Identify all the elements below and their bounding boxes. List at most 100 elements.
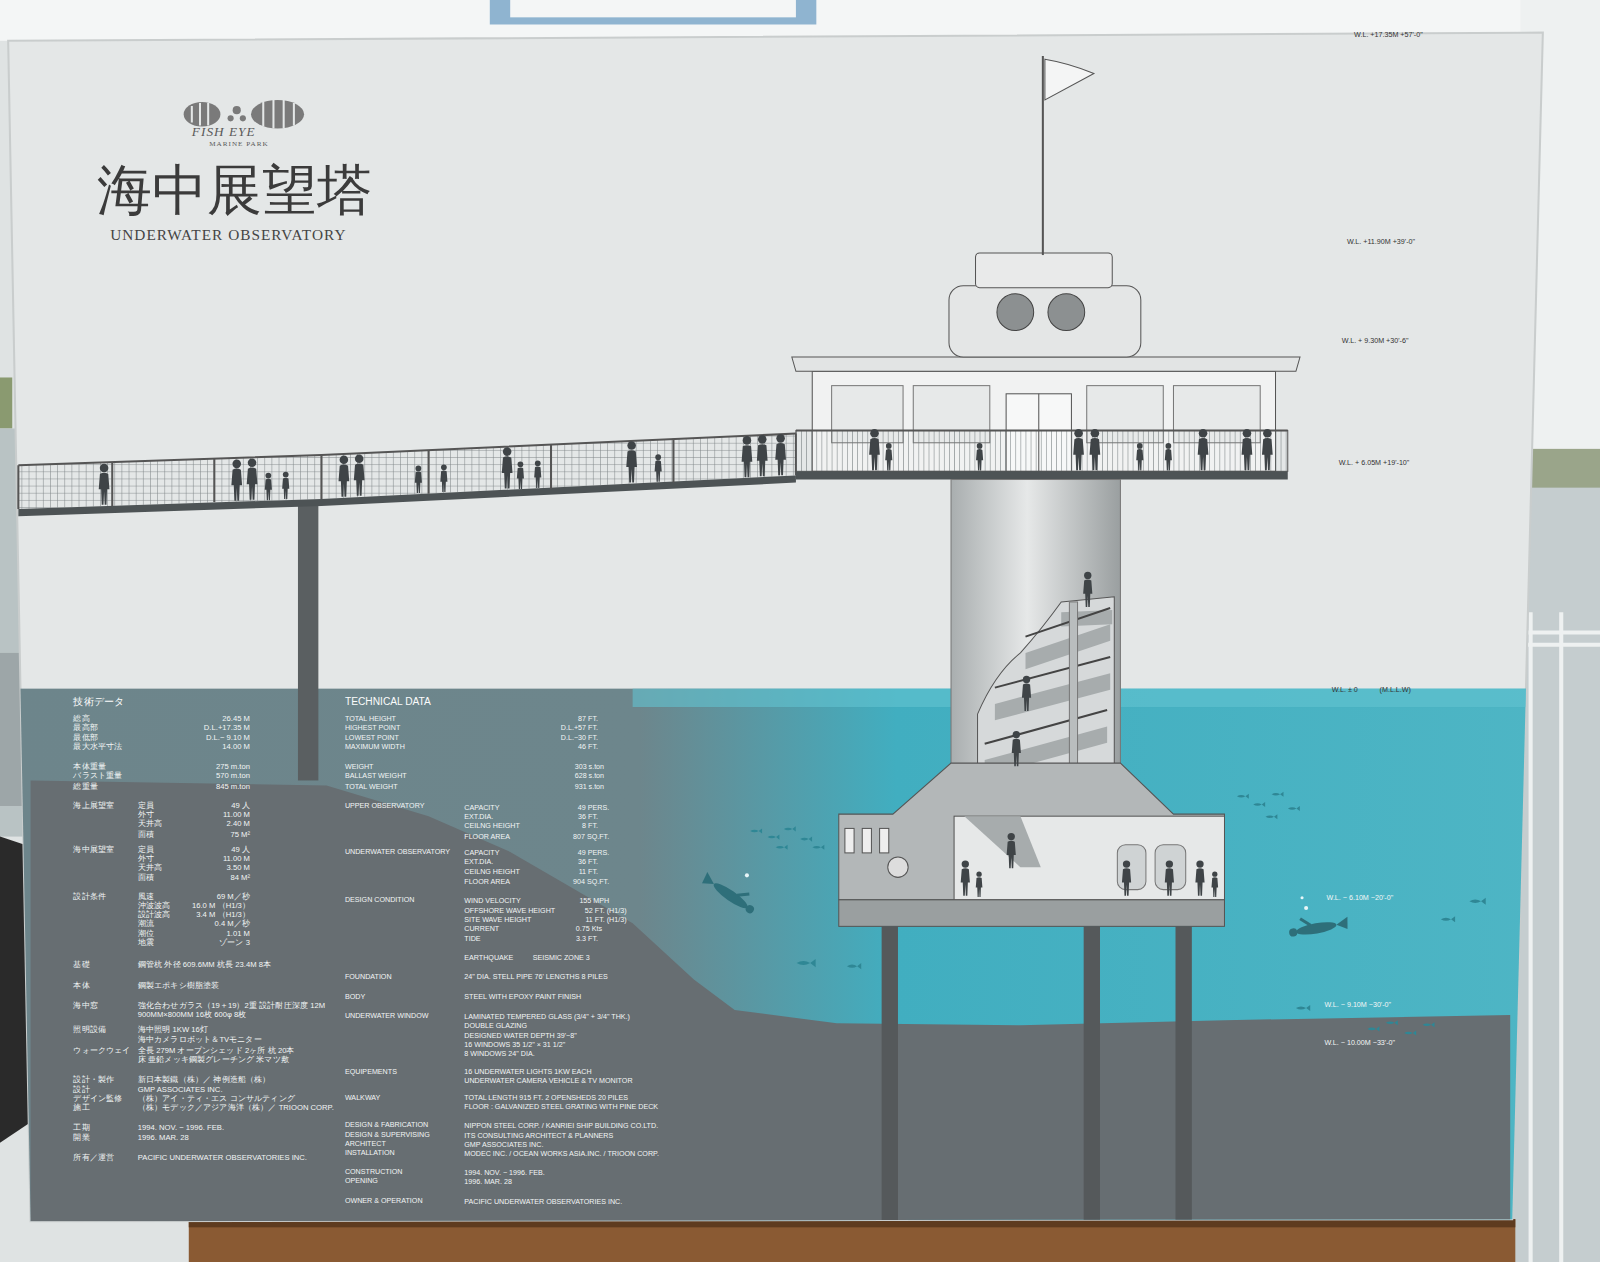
- divers: [737, 889, 749, 901]
- table-cell: 定員: [138, 846, 154, 855]
- fish: [1423, 1022, 1435, 1027]
- table-cell: 本体: [73, 981, 89, 990]
- visitor-silhouettes: [775, 434, 786, 475]
- visitor-silhouettes: [1165, 443, 1172, 470]
- fish: [750, 828, 762, 833]
- divers: [1304, 906, 1308, 910]
- table-cell: WEIGHT: [345, 763, 374, 771]
- visitor-silhouettes: [534, 460, 541, 487]
- table-cell: 1996. MAR. 28: [138, 1133, 189, 1142]
- underwater-observatory: [839, 900, 1225, 927]
- table-cell: 11 FT. (H1/3): [585, 916, 626, 924]
- upper-observatory: [949, 286, 1141, 357]
- fish: [1265, 814, 1277, 819]
- table-cell: ARCHITECT: [345, 1140, 386, 1148]
- table-cell: 鋼製エポキシ樹脂塗装: [138, 981, 220, 990]
- visitor-silhouettes: [626, 441, 637, 482]
- table-cell: STEEL WITH EPOXY PAINT FINISH: [464, 993, 581, 1001]
- fish: [1288, 806, 1300, 811]
- table-cell: DESIGN CONDITION: [345, 896, 414, 904]
- fish: [1296, 1005, 1310, 1011]
- table-cell: 総重量: [73, 783, 97, 792]
- table-cell: OFFSHORE WAVE HEIGHT: [464, 907, 555, 915]
- table-cell: 16.0 M （H1/3）: [192, 902, 250, 911]
- table-cell: 1996. MAR. 28: [464, 1178, 512, 1186]
- table-cell: ITS CONSULTING ARCHITECT & PLANNERS: [464, 1131, 613, 1139]
- walkway: [18, 475, 796, 516]
- underwater-observatory: [1176, 926, 1192, 1232]
- water-level-label: W.L. +17.35M +57'-0": [1354, 31, 1423, 39]
- table-cell: 最低部: [73, 734, 97, 743]
- visitor-silhouettes: [1211, 872, 1218, 897]
- table-cell: 1994. NOV. − 1996. FEB.: [464, 1169, 545, 1177]
- divers: [1335, 917, 1349, 931]
- tower-shaft: [985, 710, 1107, 744]
- divers: [744, 904, 755, 915]
- table-heading: TECHNICAL DATA: [345, 696, 431, 708]
- upper-observatory: [976, 253, 1113, 288]
- table-cell: 1.01 M: [227, 929, 250, 938]
- table-cell: 基礎: [73, 961, 89, 970]
- fish: [1441, 916, 1455, 922]
- table-cell: BALLAST WEIGHT: [345, 772, 407, 780]
- table-cell: 2.40 M: [227, 820, 250, 829]
- surroundings: [0, 0, 1600, 41]
- visitor-silhouettes: [1242, 429, 1253, 470]
- visitor-silhouettes: [1165, 860, 1174, 895]
- table-cell: FLOOR : GALVANIZED STEEL GRATING WITH PI…: [464, 1103, 658, 1111]
- table-cell: 36 FT.: [578, 858, 598, 866]
- table-heading: 技術データ: [73, 696, 124, 708]
- visitor-silhouettes: [440, 465, 447, 492]
- logo: [251, 100, 304, 129]
- water-level-label: W.L. − 10.00M −33'-0": [1324, 1039, 1395, 1047]
- tower-shaft: [995, 657, 1110, 688]
- table-cell: 69 M／秒: [217, 893, 250, 902]
- table-cell: 海中展望室: [73, 846, 114, 855]
- visitor-silhouettes: [961, 860, 970, 895]
- visitor-silhouettes: [339, 455, 350, 496]
- visitor-silhouettes: [1083, 572, 1092, 607]
- table-cell: 11.00 M: [223, 811, 250, 820]
- table-cell: 本体重量: [73, 763, 106, 772]
- visitor-silhouettes: [655, 454, 662, 481]
- fish: [1253, 802, 1265, 807]
- table-cell: 全長 279M オープンシェッド 2ヶ所 杭 20本: [138, 1047, 295, 1056]
- visitor-silhouettes: [1090, 429, 1101, 470]
- table-cell: INSTALLATION: [345, 1149, 395, 1157]
- table-cell: 鋼管杭 外径 609.6MM 杭長 23.4M 8本: [138, 961, 271, 970]
- table-cell: 49 PERS.: [578, 804, 609, 812]
- table-cell: CONSTRUCTION: [345, 1168, 403, 1176]
- table-cell: 外寸: [138, 811, 154, 820]
- walkway: [18, 434, 796, 781]
- table-cell: PACIFIC UNDERWATER OBSERVATORIES INC.: [464, 1198, 622, 1206]
- visitor-silhouettes: [265, 473, 272, 500]
- table-cell: （株）アイ・ティ・エス コンサルティング: [138, 1095, 295, 1104]
- upper-observatory: [1048, 294, 1085, 331]
- table-cell: 16 UNDERWATER LIGHTS 1KW EACH: [464, 1068, 591, 1076]
- fish: [800, 837, 812, 842]
- table-cell: 3.50 M: [227, 864, 250, 873]
- table-cell: TOTAL WEIGHT: [345, 783, 398, 791]
- visitor-silhouettes: [282, 472, 289, 499]
- table-cell: 設計・製作: [73, 1076, 114, 1085]
- water-level-label: W.L. ± 0: [1332, 686, 1358, 694]
- underwater-observatory: [954, 816, 1224, 900]
- visitor-silhouettes: [885, 443, 892, 470]
- upper-observatory: [1045, 59, 1094, 100]
- table-cell: 904 SQ.FT.: [573, 877, 609, 885]
- visitor-silhouettes: [99, 429, 1273, 897]
- table-cell: MODEC INC. / OCEAN WORKS ASIA.INC. / TRI…: [464, 1150, 659, 1158]
- table-cell: 46 FT.: [578, 743, 598, 751]
- table-cell: CEILNG HEIGHT: [464, 868, 520, 876]
- logo: [240, 115, 246, 121]
- table-cell: 52 FT. (H1/3): [585, 907, 627, 915]
- table-cell: SITE WAVE HEIGHT: [464, 916, 531, 924]
- table-cell: UNDERWATER WINDOW: [345, 1012, 429, 1020]
- visitor-silhouettes: [976, 443, 983, 470]
- table-cell: （株）モデック／アジア海洋（株）／ TRIOON CORP.: [138, 1104, 334, 1113]
- table-cell: 628 s.ton: [575, 772, 604, 780]
- table-cell: 807 SQ.FT.: [573, 832, 609, 840]
- visitor-silhouettes: [247, 459, 258, 500]
- fish: [1469, 898, 1485, 905]
